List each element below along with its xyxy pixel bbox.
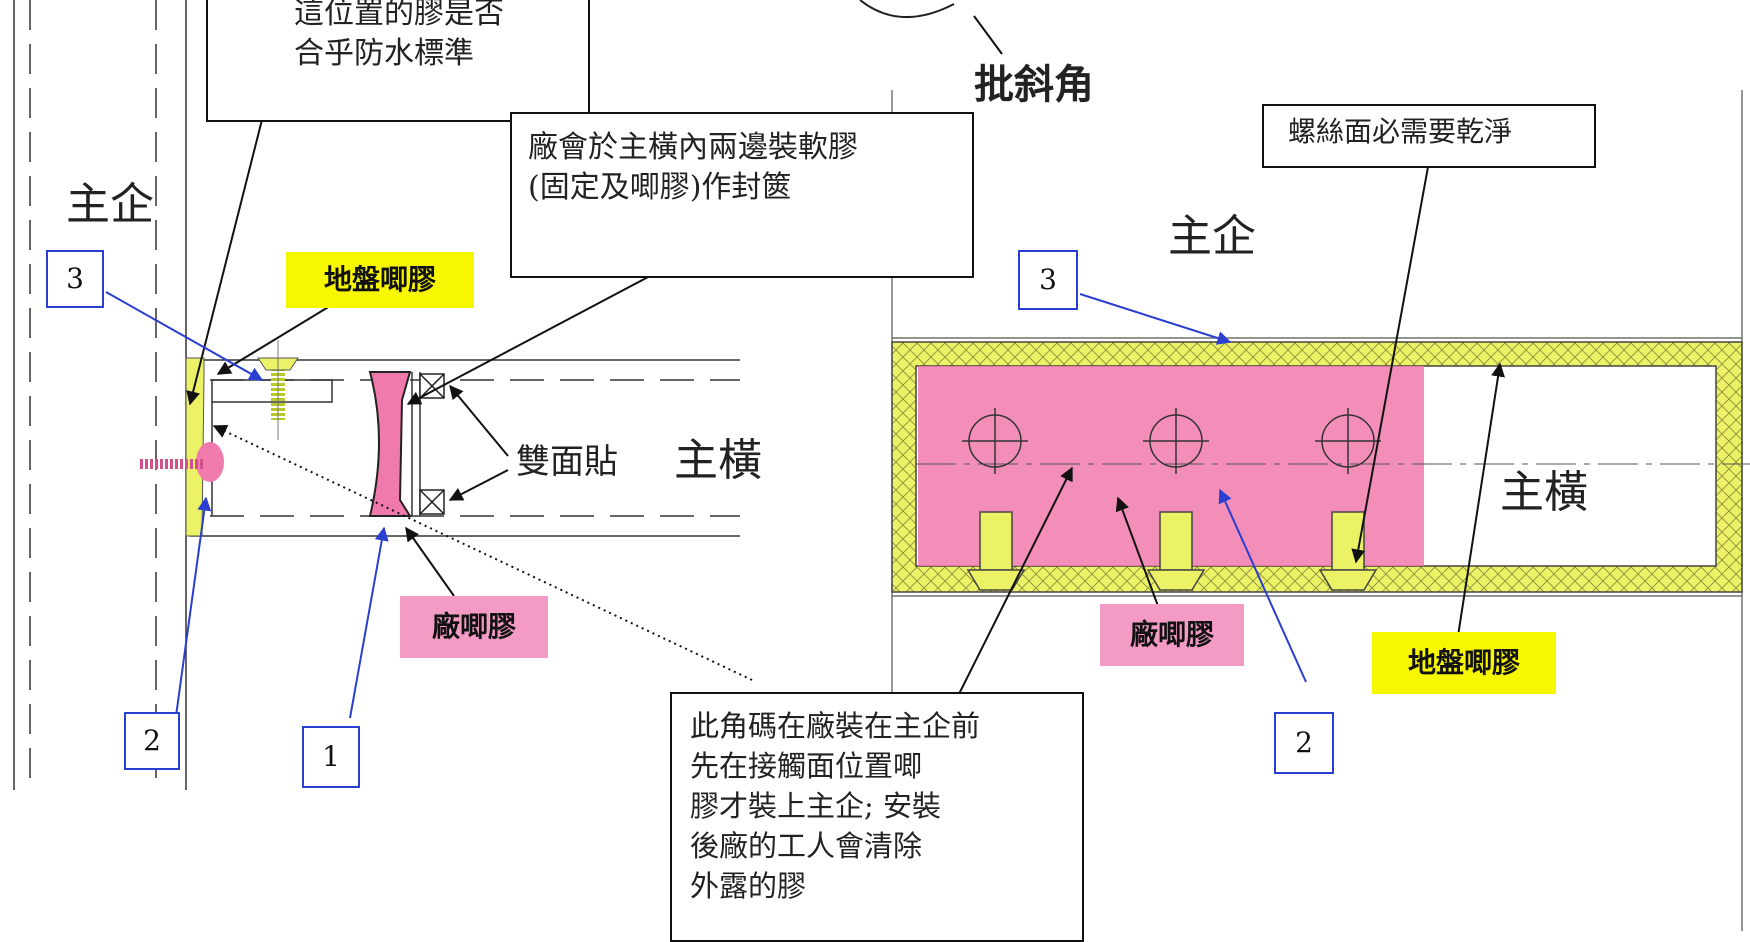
note-corner-bracket: 此角碼在廠裝在主企前 先在接觸面位置唧 膠才裝上主企; 安裝 後廠的工人會清除 … [670, 692, 1084, 942]
callout-2-left: 2 [124, 712, 180, 770]
bevel-circle [859, 0, 955, 19]
factory-sealant-tag-left: 廠唧膠 [400, 596, 548, 658]
note-top-left-text: 這位置的膠是否 合乎防水標準 [294, 0, 504, 71]
factory-sealant-tag-right: 廠唧膠 [1100, 604, 1244, 666]
left-leader-lines [186, 95, 753, 681]
double-tape-label: 雙面貼 [516, 442, 618, 482]
site-sealant-tag-right: 地盤唧膠 [1372, 632, 1556, 694]
right-screw-heads [962, 408, 1381, 474]
transom-label-right: 主橫 [1500, 467, 1588, 518]
note-thread-clean-text: 螺絲面必需要乾淨 [1288, 115, 1513, 148]
callout-2-right: 2 [1274, 712, 1334, 774]
note-corner-bracket-text: 此角碼在廠裝在主企前 先在接觸面位置唧 膠才裝上主企; 安裝 後廠的工人會清除 … [690, 709, 981, 903]
right-site-sealant-frame [891, 341, 1743, 593]
callout-1: 1 [302, 726, 360, 788]
note-factory-gasket-text: 廠會於主橫內兩邊裝軟膠 (固定及唧膠)作封篋 [528, 130, 858, 205]
right-leader-lines [957, 155, 1505, 697]
callout-3-left: 3 [46, 250, 104, 308]
bevel-label: 批斜角 [974, 62, 1094, 108]
right-screw-bodies [966, 511, 1378, 591]
mullion-label-left: 主企 [66, 179, 154, 230]
mullion-label-right: 主企 [1168, 211, 1256, 262]
right-blue-callouts [1079, 293, 1307, 683]
left-mullion-lines [13, 0, 187, 790]
note-top-left: 這位置的膠是否 合乎防水標準 [206, 0, 590, 122]
left-pink-seal [196, 442, 224, 482]
left-transom-profile [190, 359, 740, 537]
note-factory-gasket: 廠會於主橫內兩邊裝軟膠 (固定及唧膠)作封篋 [510, 112, 974, 278]
left-blue-callouts [105, 291, 389, 719]
left-factory-sealant [368, 371, 412, 517]
callout-3-right: 3 [1018, 250, 1078, 310]
transom-label-left: 主橫 [674, 435, 762, 486]
double-tape-blocks [419, 373, 445, 515]
note-thread-clean: 螺絲面必需要乾淨 [1262, 104, 1596, 168]
site-sealant-tag-left: 地盤唧膠 [286, 252, 474, 308]
bevel-pointer [973, 15, 1003, 55]
